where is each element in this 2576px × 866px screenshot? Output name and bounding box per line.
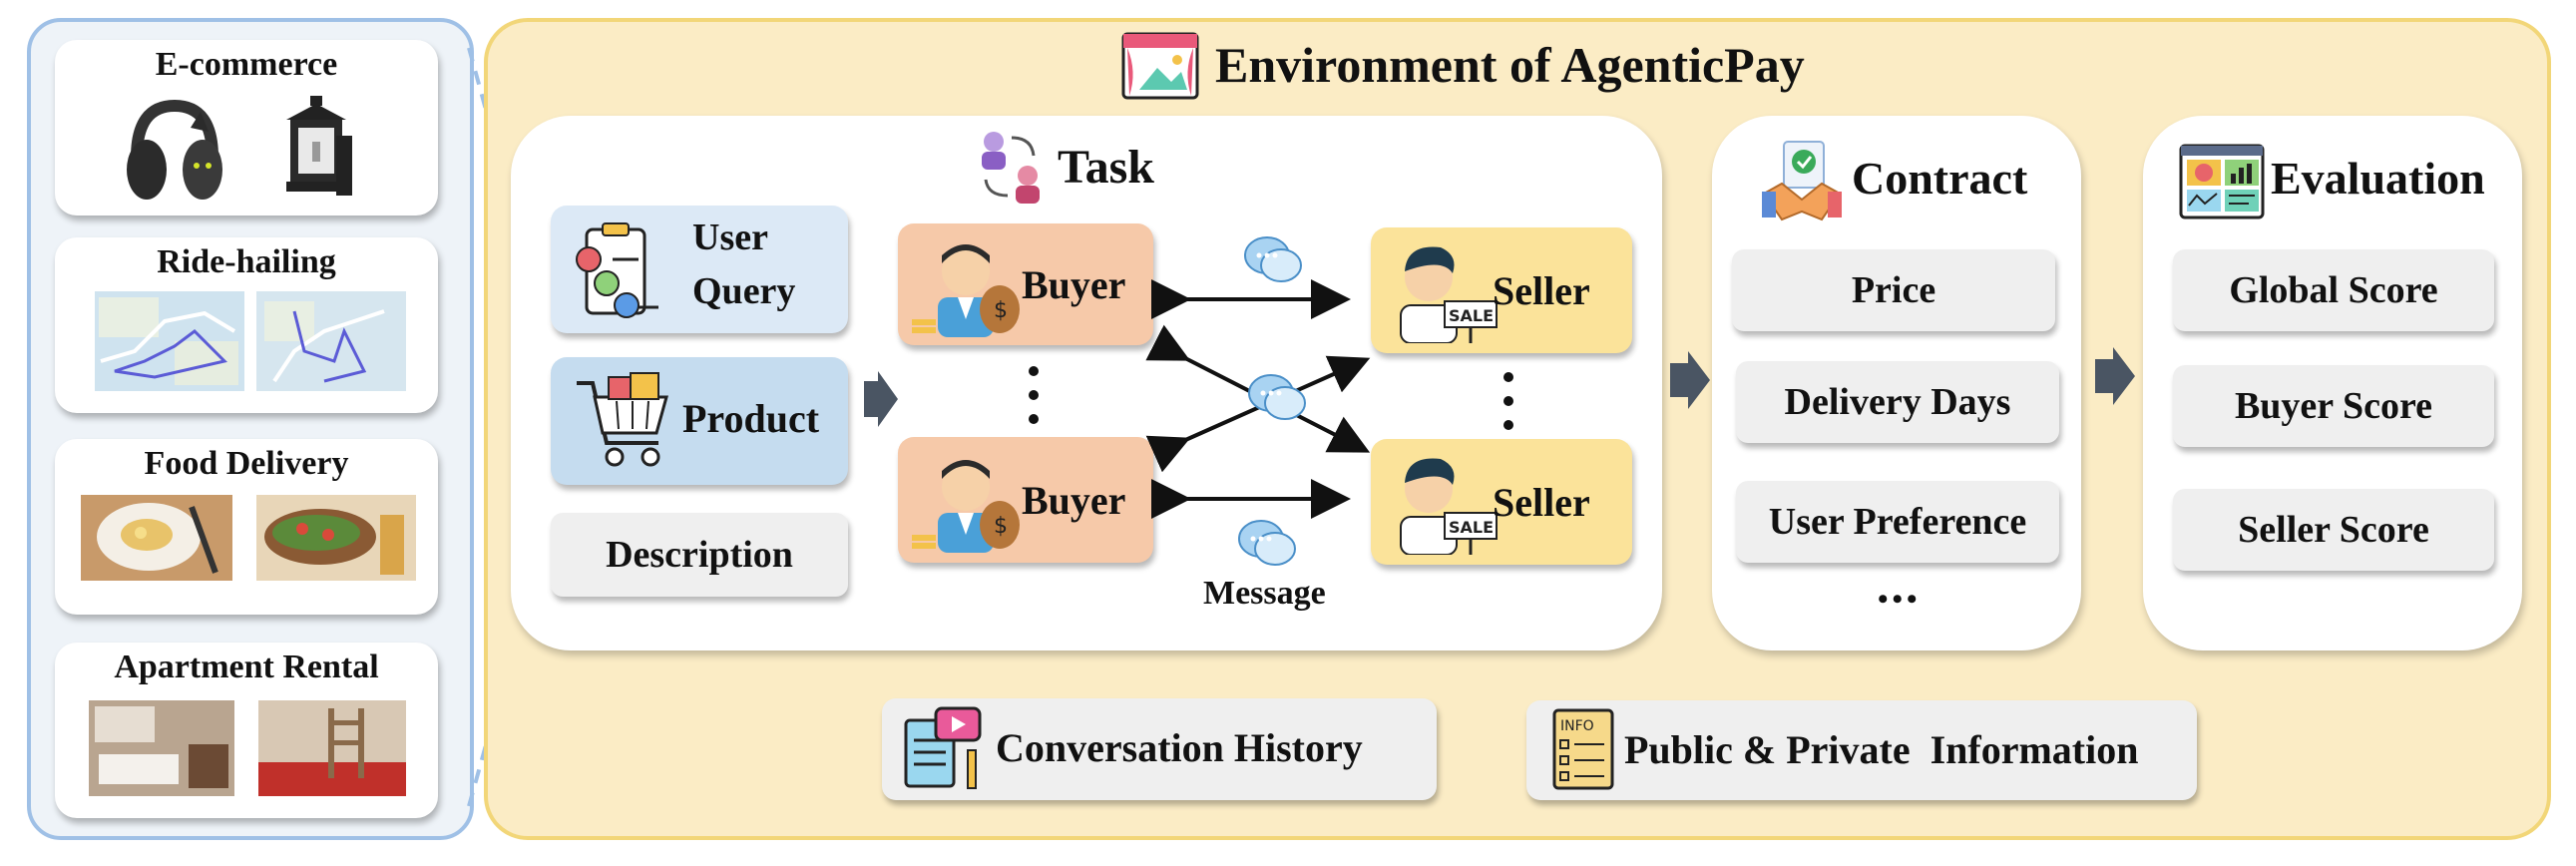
task-title: Task xyxy=(1058,141,1154,194)
buyer-avatar-icon: $ xyxy=(912,244,1020,337)
seller-label: Seller xyxy=(1493,268,1590,313)
product-label: Product xyxy=(682,396,820,441)
domain-card-ecommerce: E-commerce xyxy=(55,40,438,216)
public-private-info-box: INFO Public & Private Information xyxy=(1526,700,2197,800)
buyer-ellipsis xyxy=(1029,366,1039,424)
public-private-info-label: Public & Private Information xyxy=(1624,727,2139,772)
domain-title: Ride-hailing xyxy=(157,243,336,280)
chat-bubble-icon xyxy=(1248,374,1306,420)
contract-item-user-preference: User Preference xyxy=(1736,481,2059,563)
product-arrow xyxy=(864,371,898,427)
evaluation-item-global-score: Global Score xyxy=(2173,249,2494,331)
theater-icon xyxy=(1121,32,1199,100)
seller-card-bottom: SALE Seller xyxy=(1371,439,1632,565)
contract-title: Contract xyxy=(1852,153,2028,204)
clipboard-icon xyxy=(576,222,658,318)
seller-label: Seller xyxy=(1493,480,1590,525)
map-icon xyxy=(95,291,406,391)
user-query-label-line2: Query xyxy=(692,270,796,312)
svg-text:SALE: SALE xyxy=(1449,306,1494,325)
domain-title: Food Delivery xyxy=(144,445,349,482)
svg-text:SALE: SALE xyxy=(1449,518,1494,537)
message-label: Message xyxy=(1203,575,1326,612)
contract-item-delivery-days: Delivery Days xyxy=(1736,361,2059,443)
seller-card-top: SALE Seller xyxy=(1371,227,1632,353)
task-exchange-icon xyxy=(982,132,1040,204)
headphones-icon xyxy=(127,99,222,200)
task-to-contract-arrow xyxy=(1670,351,1710,409)
seller-avatar-icon: SALE xyxy=(1400,246,1498,343)
lamp-icon xyxy=(286,96,352,196)
cart-icon xyxy=(577,372,668,467)
svg-text:$: $ xyxy=(994,514,1008,539)
svg-text:$: $ xyxy=(994,298,1008,323)
apartment-icon xyxy=(89,700,406,796)
seller-avatar-icon: SALE xyxy=(1400,458,1498,555)
buyer-label: Buyer xyxy=(1022,478,1126,523)
contract-more-ellipsis: ••• xyxy=(1878,583,1922,616)
evaluation-item-seller-score: Seller Score xyxy=(2173,489,2494,571)
buyer-card-bottom: $ Buyer xyxy=(898,437,1153,563)
seller-ellipsis xyxy=(1503,372,1513,430)
info-doc-icon: INFO xyxy=(1552,708,1614,790)
domain-card-apartment-rental: Apartment Rental xyxy=(55,643,438,818)
user-query-label-line1: User xyxy=(692,216,768,258)
domain-panel: E-commerce Ride-hailing xyxy=(27,18,474,840)
contract-item-price: Price xyxy=(1732,249,2055,331)
product-box: Product xyxy=(551,357,848,485)
evaluation-title: Evaluation xyxy=(2271,153,2485,204)
conversation-history-box: Conversation History xyxy=(882,698,1437,800)
food-icon xyxy=(81,495,416,581)
buyer-label: Buyer xyxy=(1022,262,1126,307)
environment-title: Environment of AgenticPay xyxy=(1215,37,1805,93)
chat-bubble-icon xyxy=(1244,236,1302,282)
evaluation-item-buyer-score: Buyer Score xyxy=(2173,365,2494,447)
handshake-icon xyxy=(1762,141,1842,221)
contract-to-evaluation-arrow xyxy=(2095,347,2135,405)
domain-title: E-commerce xyxy=(155,46,338,83)
conversation-history-label: Conversation History xyxy=(996,725,1363,770)
domain-title: Apartment Rental xyxy=(114,649,379,685)
video-doc-icon xyxy=(904,706,982,789)
svg-text:INFO: INFO xyxy=(1560,718,1594,734)
user-query-box: User Query xyxy=(551,206,848,333)
dashboard-icon xyxy=(2179,144,2265,219)
description-box: Description xyxy=(551,513,848,597)
domain-card-food-delivery: Food Delivery xyxy=(55,439,438,615)
buyer-avatar-icon: $ xyxy=(912,460,1020,553)
domain-card-ride-hailing: Ride-hailing xyxy=(55,237,438,413)
chat-bubble-icon xyxy=(1238,520,1296,566)
buyer-card-top: $ Buyer xyxy=(898,223,1153,345)
